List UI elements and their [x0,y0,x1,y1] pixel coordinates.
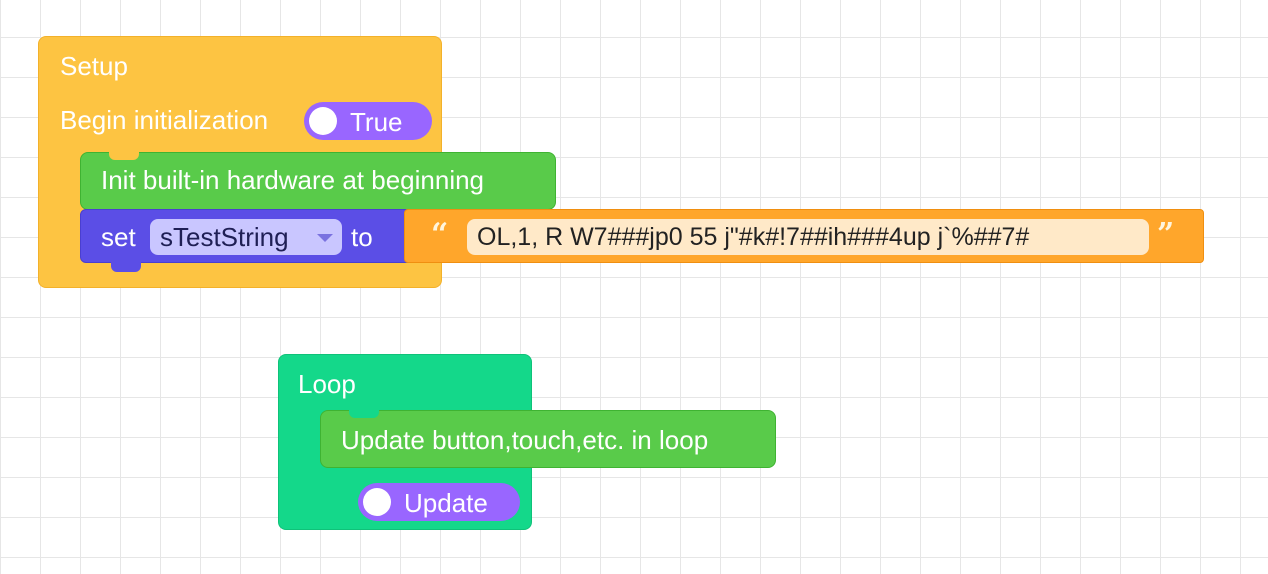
update-value: Update [404,488,488,518]
loop-label: Loop [298,369,356,399]
block-notch [109,152,139,160]
variable-name: sTestString [160,222,289,252]
set-label: set [101,222,136,252]
init-hardware-label: Init built-in hardware at beginning [101,165,485,195]
chevron-down-icon [317,234,333,242]
setup-label: Setup [60,51,128,81]
block-bottom-notch [111,262,141,272]
update-input-label: Update button,touch,etc. in loop [341,425,709,455]
close-quote-icon: ” [1157,217,1175,252]
variable-dropdown[interactable]: sTestString [150,219,342,255]
begin-true-toggle[interactable]: True [304,102,432,140]
toggle-knob-icon [309,107,337,135]
string-input[interactable]: OL,1, R W7###jp0 55 j"#k#!7##ih###4up j`… [467,219,1149,255]
block-notch [349,410,379,418]
toggle-knob-icon [363,488,391,516]
string-value: OL,1, R W7###jp0 55 j"#k#!7##ih###4up j`… [477,223,1030,251]
string-block[interactable]: “ OL,1, R W7###jp0 55 j"#k#!7##ih###4up … [404,209,1204,263]
to-label: to [351,222,373,252]
update-toggle[interactable]: Update [358,483,520,521]
open-quote-icon: “ [431,217,449,252]
update-input-block[interactable]: Update button,touch,etc. in loop [320,410,776,468]
begin-true-value: True [350,107,403,137]
set-variable-block[interactable]: set sTestString to [80,209,418,272]
init-hardware-block[interactable]: Init built-in hardware at beginning [80,152,556,210]
begin-initialization-label: Begin initialization [60,105,269,135]
